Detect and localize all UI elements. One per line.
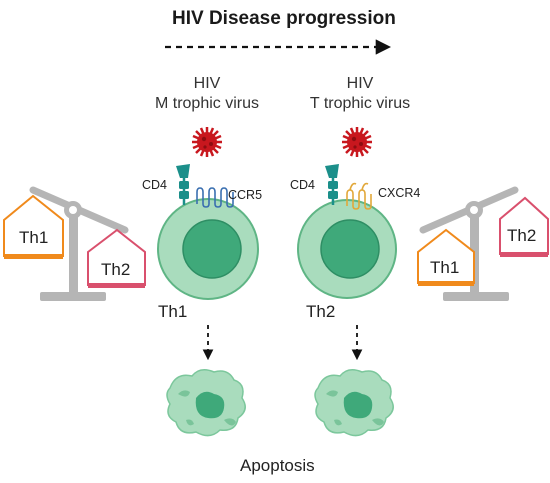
th1-box-left	[3, 194, 64, 259]
diagram-title: HIV Disease progression	[172, 8, 396, 29]
ccr5-label: CCR5	[228, 188, 263, 202]
cd4-receptor-left	[176, 164, 190, 205]
virus-tropism-right: T trophic virus	[309, 95, 411, 112]
balance-left-th2-label: Th2	[101, 260, 131, 279]
th2-box-left	[87, 228, 146, 288]
virus-icon-right	[342, 127, 372, 157]
th1-cell	[157, 198, 259, 300]
cd4-receptor-right	[325, 164, 339, 205]
virus-icon-left	[192, 127, 222, 157]
balance-right-th2-label: Th2	[507, 226, 537, 245]
balance-scale-right	[419, 186, 519, 301]
apoptotic-cell-left	[166, 369, 246, 437]
cd4-label-right: CD4	[290, 178, 316, 192]
th1-box-right	[417, 228, 475, 286]
apoptotic-cell-right	[314, 369, 394, 437]
virus-tropism-left: M trophic virus	[154, 95, 260, 112]
cxcr4-coreceptor	[346, 182, 372, 210]
th2-box-right	[499, 196, 549, 257]
cell-label-left: Th1	[158, 302, 188, 321]
cell-label-right: Th2	[306, 302, 336, 321]
cxcr4-label: CXCR4	[378, 186, 421, 200]
balance-left-th1-label: Th1	[19, 228, 49, 247]
cd4-label-left: CD4	[142, 178, 168, 192]
virus-name-right: HIV	[346, 75, 374, 92]
ccr5-coreceptor	[196, 187, 234, 208]
balance-right-th1-label: Th1	[430, 258, 460, 277]
apoptosis-label: Apoptosis	[240, 456, 315, 475]
th2-cell	[297, 199, 397, 299]
balance-scale-left	[29, 186, 129, 301]
virus-name-left: HIV	[193, 75, 221, 92]
